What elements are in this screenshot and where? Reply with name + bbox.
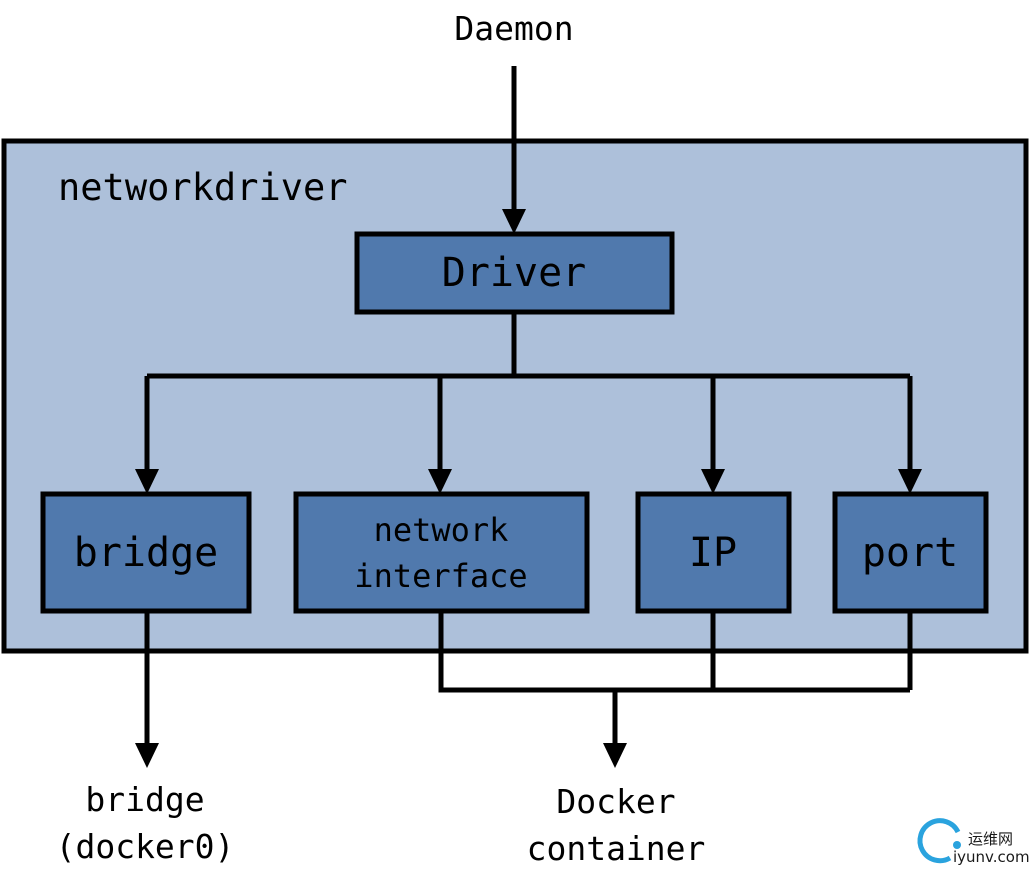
bridge-output-label-line1: bridge [85, 780, 204, 819]
watermark-logo-icon [917, 818, 961, 864]
merge-to-docker-container-edge [438, 611, 913, 746]
bridge-to-docker0-arrowhead [135, 743, 159, 768]
networkdriver-label: networkdriver [58, 166, 348, 209]
docker-container-label-line2: container [527, 829, 706, 868]
bridge-node [40, 491, 252, 614]
driver-node [354, 231, 675, 315]
watermark-logo: 运维网 iyunv.com [917, 818, 1030, 866]
daemon-label: Daemon [454, 9, 573, 48]
ip-node-label: IP [689, 530, 737, 576]
watermark-text-cn: 运维网 [968, 830, 1013, 848]
network-interface-node-label-line1: network [374, 511, 509, 549]
to-bridge-arrowhead [135, 469, 159, 494]
to-network-interface-arrowhead [428, 469, 452, 494]
to-ip-arrowhead [701, 469, 725, 494]
port-node [832, 491, 989, 614]
watermark-logo-dot [953, 841, 961, 849]
network-interface-node-label-line2: interface [354, 557, 527, 595]
daemon-to-driver-arrowhead [502, 209, 526, 234]
docker-container-label-line1: Docker [556, 782, 675, 821]
bridge-output-label-line2: (docker0) [56, 827, 235, 866]
network-interface-node [293, 491, 590, 614]
to-docker-container-arrowhead [603, 743, 627, 768]
to-port-arrowhead [898, 469, 922, 494]
driver-node-label: Driver [442, 250, 587, 296]
driver-fanout-edge [144, 312, 913, 472]
bridge-node-label: bridge [74, 530, 219, 576]
watermark-text-url: iyunv.com [953, 848, 1030, 866]
port-node-label: port [862, 530, 958, 576]
